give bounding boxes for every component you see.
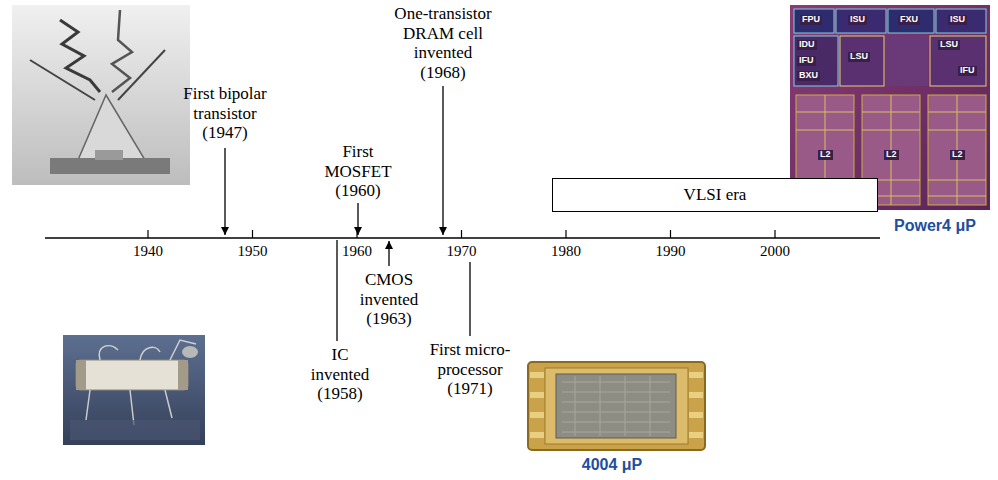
- die-unit-label: IFU: [958, 66, 977, 76]
- die-unit-label: IFU: [797, 56, 816, 66]
- die-unit-label: IDU: [797, 40, 817, 50]
- year-label: 1950: [231, 243, 275, 260]
- chip-caption: 4004 μP: [567, 456, 657, 474]
- event-pointers: [225, 86, 470, 341]
- era-box: VLSI era: [552, 178, 878, 212]
- transistor-photo: [12, 5, 190, 185]
- timeline-axis: [45, 230, 880, 238]
- die-unit-label: FPU: [800, 15, 822, 25]
- year-label: 1960: [340, 243, 374, 260]
- event-label: CMOS invented (1963): [353, 270, 425, 329]
- event-label: First micro-processor (1971): [425, 340, 515, 399]
- die-unit-label: LSU: [938, 40, 960, 50]
- ic-photo: [63, 335, 205, 445]
- year-label: 2000: [753, 243, 797, 260]
- event-label: First MOSFET (1960): [320, 142, 396, 201]
- die-unit-label: ISU: [948, 15, 967, 25]
- event-label: One-transistor DRAM cell invented (1968): [391, 4, 495, 82]
- year-label: 1980: [544, 243, 588, 260]
- year-label: 1990: [649, 243, 693, 260]
- year-label: 1940: [126, 243, 170, 260]
- die-unit-label: FXU: [898, 15, 920, 25]
- event-label: IC invented (1958): [304, 345, 376, 404]
- era-label: VLSI era: [559, 185, 871, 205]
- die-unit-label: LSU: [848, 52, 870, 62]
- chip-caption: Power4 μP: [887, 217, 983, 235]
- die-unit-label: L2: [950, 150, 965, 160]
- event-label: First bipolar transistor (1947): [175, 84, 275, 143]
- die-unit-label: L2: [818, 150, 833, 160]
- 4004-chip-photo: [528, 362, 705, 450]
- die-unit-label: BXU: [797, 71, 820, 81]
- die-unit-label: L2: [884, 150, 899, 160]
- year-label: 1970: [445, 243, 479, 260]
- die-unit-label: ISU: [848, 15, 867, 25]
